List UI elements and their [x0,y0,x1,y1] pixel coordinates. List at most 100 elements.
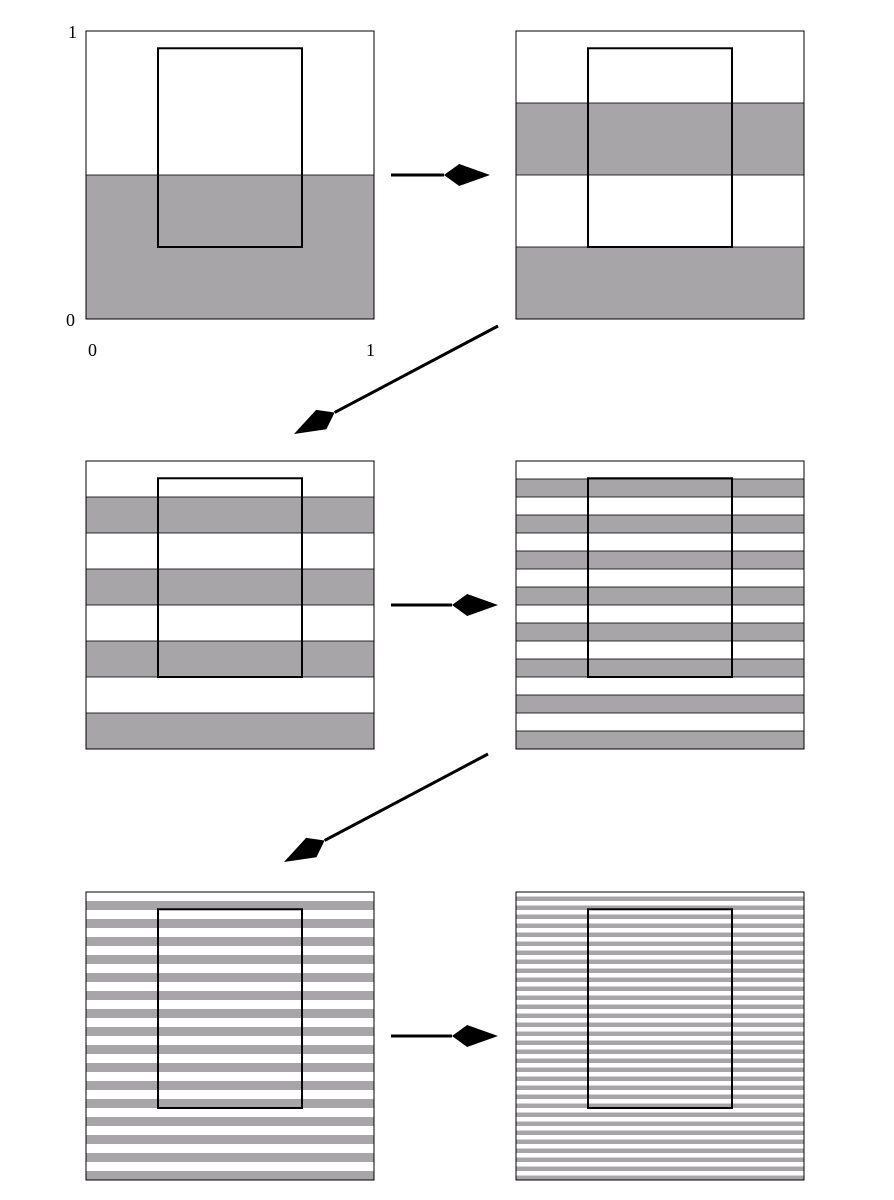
shaded-band [516,1085,804,1090]
inner-rectangle [587,908,733,1110]
shaded-band [516,959,804,964]
panel-step-6 [515,891,805,1181]
shaded-band [515,550,805,570]
panels-layer [85,30,805,1181]
x-axis-min-label: 0 [88,340,97,360]
panel-frame [515,460,805,750]
shaded-band [86,1009,374,1018]
shaded-band [85,640,375,678]
arrow-4-to-5 [284,752,489,862]
shaded-band [515,622,805,642]
arrow-shaft [333,324,499,414]
shaded-band [86,1153,374,1162]
shaded-band [516,1175,804,1180]
shaded-band [86,937,374,946]
arrowhead-icon [452,594,498,616]
panel-step-5 [85,891,375,1181]
arrow-shaft [323,752,489,842]
shaded-band [516,914,804,919]
shaded-band [516,1004,804,1009]
shaded-band [516,1148,804,1153]
shaded-band [86,919,374,928]
shaded-band [516,977,804,982]
arrow-2-to-3 [294,324,499,434]
panel-step-3 [85,460,375,750]
shaded-band [86,1063,374,1072]
axis-labels: 1 0 0 1 [66,22,375,360]
shaded-band [516,1112,804,1117]
panel-frame [515,30,805,320]
shaded-band [516,932,804,937]
panel-frame [85,30,375,320]
shaded-band [516,1094,804,1099]
shaded-band [515,730,805,750]
shaded-band [515,102,805,176]
shaded-band [516,995,804,1000]
inner-rectangle [157,908,303,1110]
panel-frame [85,891,375,1181]
inner-rectangle [587,477,733,678]
arrow-5-to-6 [391,1025,498,1047]
shaded-band [516,941,804,946]
shaded-band [516,1157,804,1162]
shaded-band [86,1081,374,1090]
y-axis-min-label: 0 [66,310,75,330]
shaded-band [515,478,805,498]
shaded-band [85,496,375,534]
arrowhead-icon [294,409,335,434]
shaded-band [516,1121,804,1126]
shaded-band [516,1067,804,1072]
shaded-band [85,712,375,750]
arrowhead-icon [452,1025,498,1047]
shaded-band [86,1045,374,1054]
panel-step-4 [515,460,805,750]
shaded-band [86,955,374,964]
shaded-band [516,968,804,973]
shaded-band [86,1117,374,1126]
shaded-band [516,923,804,928]
shaded-band [86,901,374,910]
shaded-band [516,1130,804,1135]
shaded-band [85,568,375,606]
shaded-band [516,1049,804,1054]
shaded-band [516,896,804,901]
shaded-band [515,586,805,606]
shaded-band [515,246,805,320]
shaded-band [516,1022,804,1027]
arrow-1-to-2 [391,164,490,186]
shaded-band [515,514,805,534]
shaded-band [86,991,374,1000]
shaded-band [516,1058,804,1063]
shaded-band [516,1103,804,1108]
shaded-band [516,986,804,991]
panel-step-1 [85,30,375,320]
shaded-band [516,1040,804,1045]
inner-rectangle [157,47,303,248]
y-axis-max-label: 1 [68,22,77,42]
shaded-band [516,905,804,910]
arrows-layer [284,164,499,1047]
arrowhead-icon [444,164,490,186]
panel-frame [85,460,375,750]
inner-rectangle [587,47,733,248]
shaded-band [516,950,804,955]
x-axis-max-label: 1 [366,340,375,360]
shaded-band [515,694,805,714]
arrow-3-to-4 [391,594,498,616]
shaded-band [516,1076,804,1081]
shaded-band [86,1027,374,1036]
panel-step-2 [515,30,805,320]
shaded-band [86,1171,374,1180]
shaded-band [86,973,374,982]
shaded-band [516,1013,804,1018]
shaded-band [516,1139,804,1144]
shaded-band [515,658,805,678]
panel-frame [515,891,805,1181]
arrowhead-icon [284,837,325,862]
shaded-band [86,1099,374,1108]
shaded-band [516,1031,804,1036]
shaded-band [516,1166,804,1171]
shaded-band [86,1135,374,1144]
inner-rectangle [157,477,303,678]
